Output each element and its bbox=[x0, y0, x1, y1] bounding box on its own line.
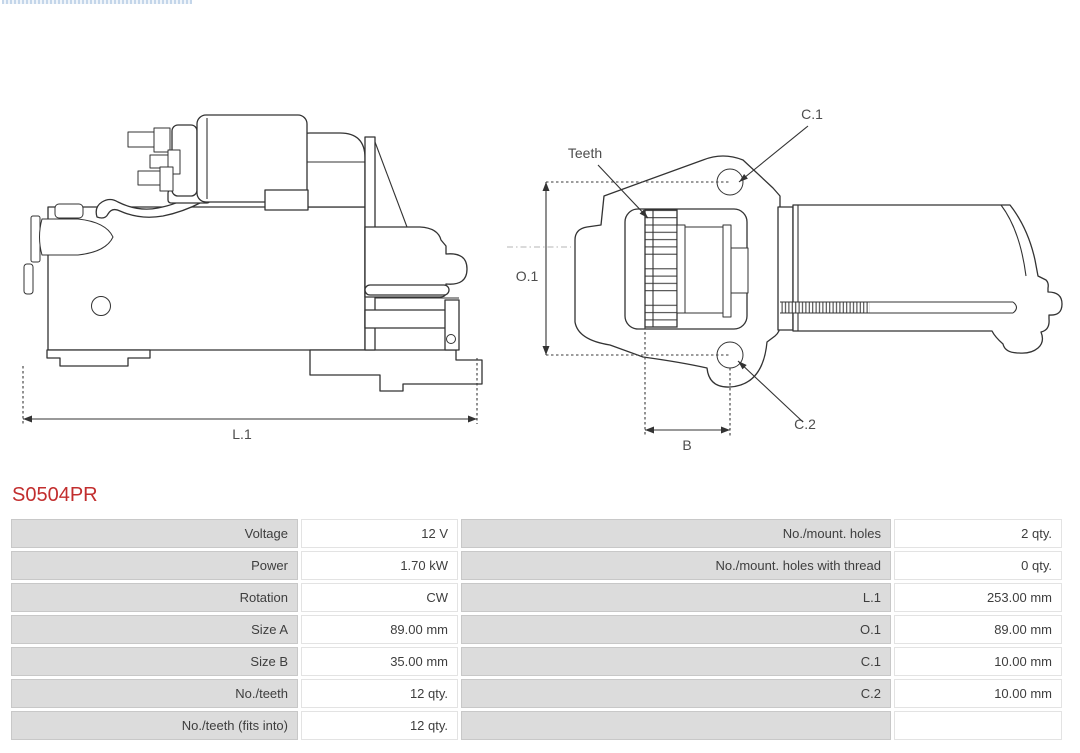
dim-label-b: B bbox=[682, 437, 691, 453]
spec-value: 253.00 mm bbox=[894, 583, 1062, 612]
spec-label bbox=[461, 711, 891, 740]
spec-label: Size B bbox=[11, 647, 298, 676]
solenoid bbox=[95, 114, 309, 219]
spec-label: No./teeth bbox=[11, 679, 298, 708]
spec-label: L.1 bbox=[461, 583, 891, 612]
spec-value: 12 V bbox=[301, 519, 458, 548]
spec-value: CW bbox=[301, 583, 458, 612]
spec-value: 12 qty. bbox=[301, 679, 458, 708]
c2-label: C.2 bbox=[794, 416, 816, 432]
spec-row: Voltage 12 V No./mount. holes 2 qty. bbox=[11, 519, 1062, 548]
armature-shaft bbox=[780, 301, 1018, 314]
dimension-b: B bbox=[644, 327, 731, 453]
spec-row: No./teeth 12 qty. C.2 10.00 mm bbox=[11, 679, 1062, 708]
spec-value: 35.00 mm bbox=[301, 647, 458, 676]
motor-cylinder bbox=[777, 204, 1063, 354]
spec-label: C.1 bbox=[461, 647, 891, 676]
spec-label: Voltage bbox=[11, 519, 298, 548]
teeth-label: Teeth bbox=[568, 145, 602, 161]
spec-row: Size A 89.00 mm O.1 89.00 mm bbox=[11, 615, 1062, 644]
spec-table: Voltage 12 V No./mount. holes 2 qty. Pow… bbox=[8, 516, 1065, 743]
callout-c1: C.1 bbox=[738, 106, 823, 183]
spec-value: 0 qty. bbox=[894, 551, 1062, 580]
dimension-o1: O.1 bbox=[516, 181, 730, 356]
spec-row: No./teeth (fits into) 12 qty. bbox=[11, 711, 1062, 740]
mount-hole-c2 bbox=[716, 341, 744, 369]
spec-value: 89.00 mm bbox=[894, 615, 1062, 644]
spec-value: 2 qty. bbox=[894, 519, 1062, 548]
spec-label: C.2 bbox=[461, 679, 891, 708]
spec-row: Power 1.70 kW No./mount. holes with thre… bbox=[11, 551, 1062, 580]
spec-value: 10.00 mm bbox=[894, 647, 1062, 676]
dim-label-l1: L.1 bbox=[232, 426, 252, 442]
spec-label: Size A bbox=[11, 615, 298, 644]
spec-value bbox=[894, 711, 1062, 740]
dimension-l1: L.1 bbox=[22, 358, 478, 442]
screen-edge-artifact bbox=[2, 0, 192, 4]
pinion-gear bbox=[644, 209, 749, 328]
c1-label: C.1 bbox=[801, 106, 823, 122]
drive-end-housing bbox=[299, 132, 468, 351]
dim-label-o1: O.1 bbox=[516, 268, 539, 284]
spec-label: No./teeth (fits into) bbox=[11, 711, 298, 740]
callout-c2: C.2 bbox=[737, 360, 816, 432]
starter-side-view-diagram: L.1 bbox=[22, 114, 483, 442]
callout-teeth: Teeth bbox=[568, 145, 649, 219]
spec-row: Size B 35.00 mm C.1 10.00 mm bbox=[11, 647, 1062, 676]
spec-value: 89.00 mm bbox=[301, 615, 458, 644]
spec-label: Power bbox=[11, 551, 298, 580]
spec-label: Rotation bbox=[11, 583, 298, 612]
spec-label: No./mount. holes with thread bbox=[461, 551, 891, 580]
spec-value: 12 qty. bbox=[301, 711, 458, 740]
spec-label: O.1 bbox=[461, 615, 891, 644]
spec-value: 10.00 mm bbox=[894, 679, 1062, 708]
starter-front-view-diagram: O.1 B Teeth C.1 C.2 bbox=[507, 106, 1063, 453]
motor-body-outline bbox=[23, 203, 483, 392]
terminal-studs bbox=[127, 127, 181, 192]
spec-label: No./mount. holes bbox=[461, 519, 891, 548]
spec-row: Rotation CW L.1 253.00 mm bbox=[11, 583, 1062, 612]
product-code: S0504PR bbox=[12, 484, 98, 506]
spec-value: 1.70 kW bbox=[301, 551, 458, 580]
